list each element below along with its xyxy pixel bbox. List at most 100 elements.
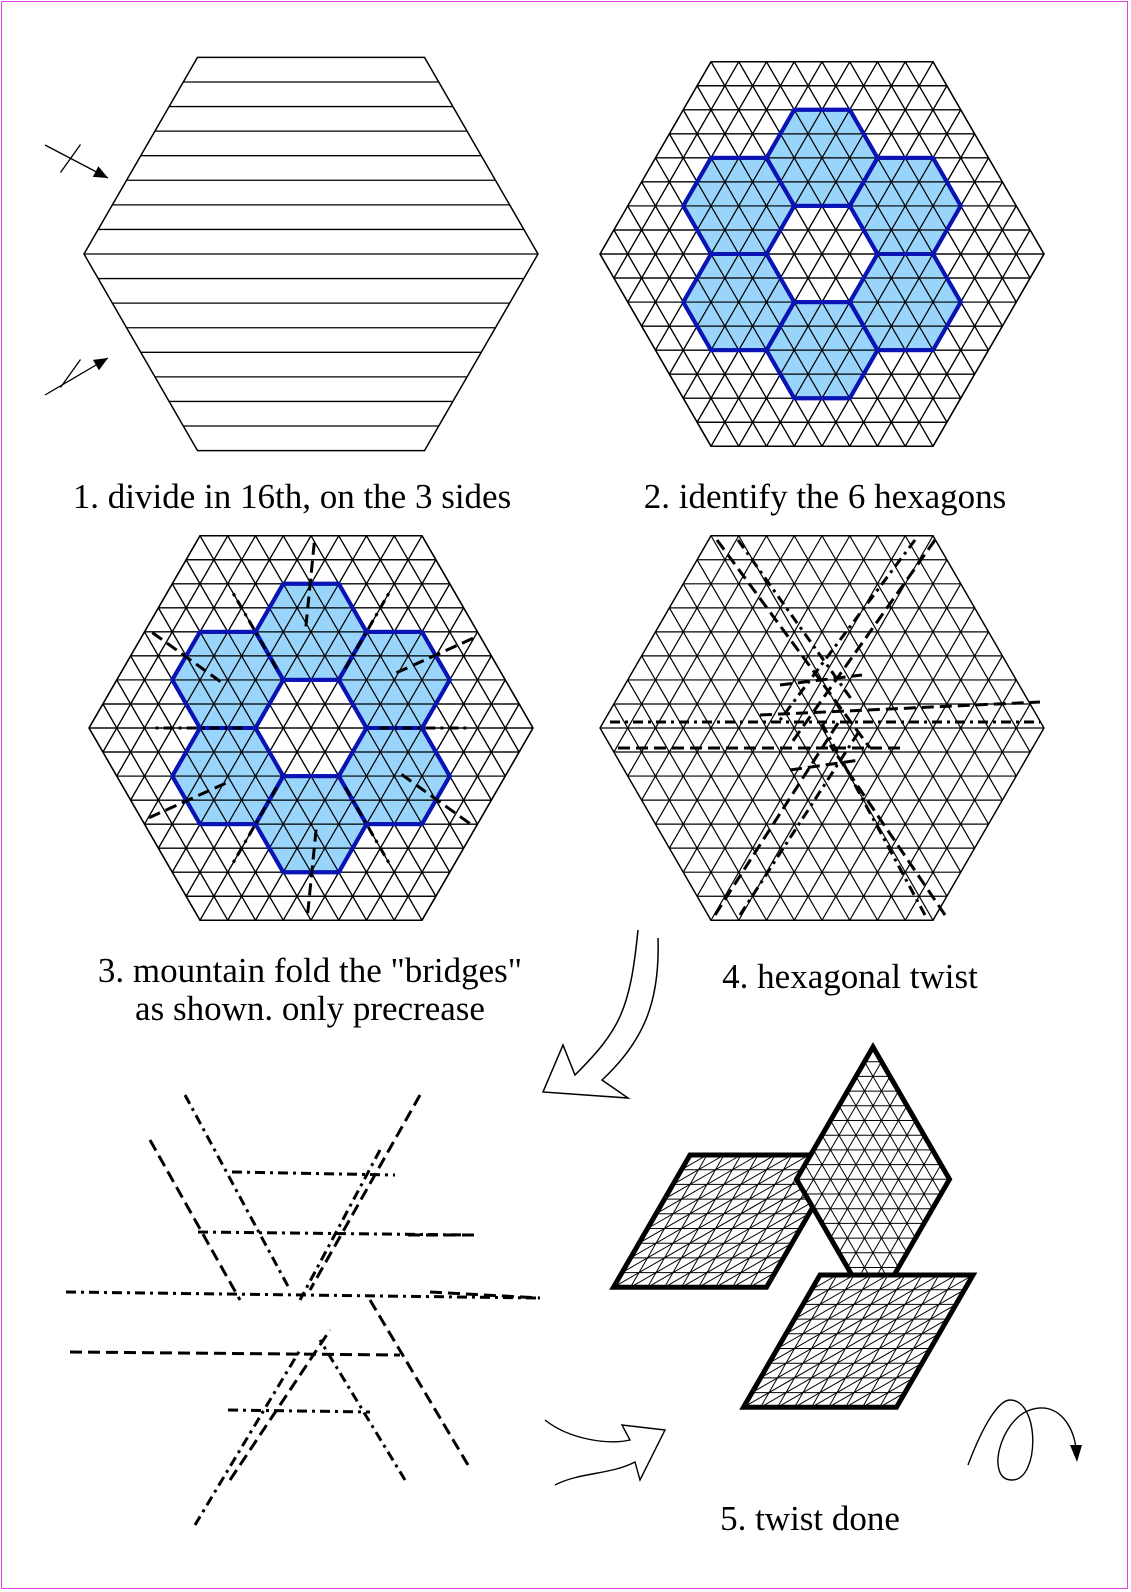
- twist-fold: [779, 673, 863, 687]
- grid-line: [715, 1154, 793, 1288]
- grid-line: [613, 61, 740, 279]
- step1-hexagon-pleats: [83, 56, 539, 452]
- loop-arrow-head: [1070, 1445, 1082, 1462]
- grid-line: [821, 1134, 899, 1268]
- hexagon-outline: [599, 535, 1045, 921]
- detail-fold: [193, 1349, 302, 1526]
- detail-fold: [318, 1339, 407, 1481]
- grid-line: [847, 1090, 925, 1224]
- grid-line: [672, 1154, 725, 1185]
- bridge-fold: [147, 628, 222, 683]
- grid-line: [765, 583, 962, 921]
- grid-line: [904, 535, 1031, 753]
- grid-line: [811, 1333, 940, 1408]
- grid-line: [828, 1348, 931, 1408]
- loop-path: [967, 1399, 1077, 1481]
- step2-caption: 2. identify the 6 hexagons: [643, 477, 1007, 516]
- grid-line: [641, 535, 795, 801]
- grid-line: [185, 559, 395, 921]
- arrow-tick: [59, 359, 82, 388]
- grid-line: [696, 535, 906, 897]
- bridge-fold: [143, 781, 227, 822]
- small-arrow-body: [544, 1419, 667, 1486]
- grid-line: [647, 1154, 725, 1288]
- twist-crease-detail: [65, 1094, 541, 1526]
- grid-line: [743, 1274, 974, 1408]
- grid-line: [647, 1154, 776, 1229]
- grid-line: [793, 607, 976, 921]
- twist-fold: [789, 758, 861, 772]
- grid-line: [813, 1149, 891, 1283]
- grid-line: [768, 1274, 923, 1364]
- grid-line: [838, 1120, 916, 1254]
- grid-line: [845, 1274, 923, 1408]
- step1-side-arrows: [44, 144, 109, 396]
- grid-line: [879, 1274, 957, 1408]
- flip-over-loop-icon: [967, 1399, 1082, 1481]
- grid-line: [777, 1274, 906, 1349]
- detail-fold: [429, 1290, 541, 1300]
- bridge-fold: [395, 634, 479, 675]
- grid-line: [830, 1105, 908, 1239]
- grid-line: [904, 229, 1031, 447]
- grid-line: [738, 559, 948, 921]
- step5-caption: 5. twist done: [720, 1499, 900, 1538]
- small-hexagon: [169, 629, 286, 730]
- grid-line: [804, 1061, 882, 1195]
- grid-line: [811, 1274, 889, 1408]
- grid-line: [821, 1090, 899, 1224]
- arrow-head: [92, 358, 108, 371]
- grid-line: [813, 1076, 891, 1209]
- grid-line: [828, 1274, 906, 1408]
- grid-line: [751, 1274, 957, 1394]
- grid-line: [849, 181, 1003, 447]
- grid-line: [664, 1154, 742, 1200]
- twist-fold: [759, 700, 1041, 717]
- twist-fold: [736, 539, 854, 701]
- rhombus-bottom: [739, 1272, 978, 1410]
- grid-line: [785, 1274, 889, 1335]
- detail-fold: [298, 1149, 382, 1301]
- grid-line: [760, 1289, 965, 1408]
- grid-line: [682, 535, 879, 873]
- twist-fold: [788, 539, 937, 746]
- grid-line: [793, 535, 976, 849]
- step3-grid-hexagon: [88, 535, 534, 921]
- grid-line: [199, 535, 423, 921]
- grid-line: [393, 535, 520, 753]
- grid-line: [638, 1154, 793, 1244]
- grid-line: [710, 535, 934, 921]
- grid-line: [821, 631, 990, 921]
- grid-line: [849, 655, 1003, 921]
- grid-line: [698, 1154, 776, 1288]
- step2-grid-hexagon: [599, 61, 1045, 447]
- detail-fold: [227, 1408, 371, 1414]
- grid-line: [393, 703, 520, 921]
- grid-line: [664, 1154, 742, 1288]
- grid-line: [793, 133, 976, 447]
- detail-fold: [183, 1094, 292, 1291]
- grid-line: [668, 535, 851, 849]
- grid-line: [738, 85, 948, 447]
- grid-line: [794, 1274, 872, 1320]
- grid-line: [855, 1076, 933, 1209]
- detail-fold: [148, 1139, 242, 1301]
- grid-line: [613, 703, 740, 921]
- bridge-fold: [304, 537, 317, 627]
- grid-line: [732, 1257, 784, 1288]
- grid-line: [668, 61, 851, 375]
- grid-line: [862, 1274, 940, 1408]
- grid-line: [904, 703, 1031, 921]
- bridge-fold: [305, 829, 318, 919]
- grid-line: [681, 1213, 810, 1288]
- grid-line: [338, 535, 492, 801]
- grid-line: [102, 535, 229, 753]
- grid-line: [847, 1134, 925, 1268]
- bridge-fold: [229, 588, 279, 670]
- step1-caption: 1. divide in 16th, on the 3 sides: [72, 477, 512, 516]
- grid-line: [793, 61, 976, 375]
- arrow-head: [92, 166, 108, 178]
- bridge-fold: [343, 786, 393, 868]
